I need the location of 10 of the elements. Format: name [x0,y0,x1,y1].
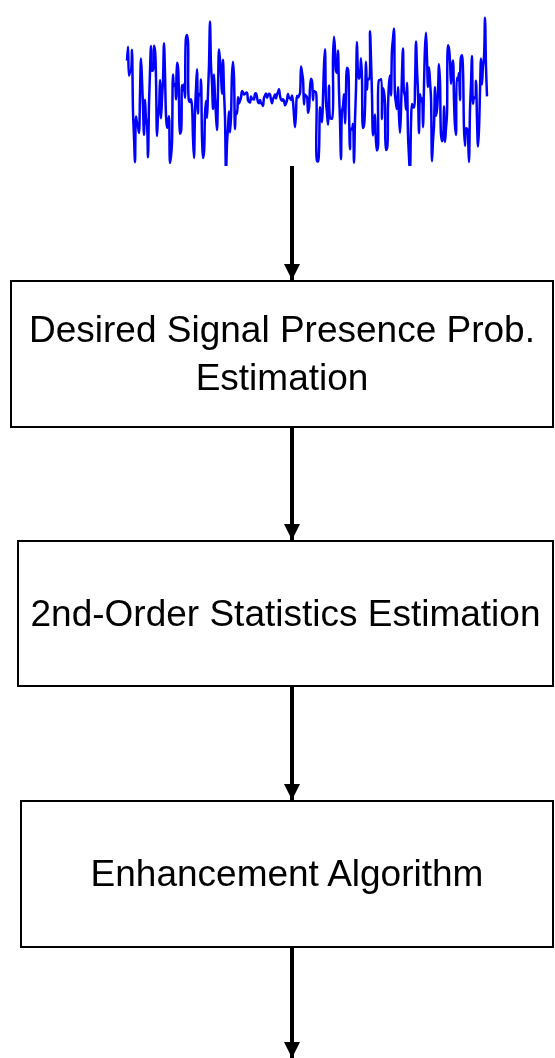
arrow [284,687,300,800]
box-label: Enhancement Algorithm [90,852,484,896]
process-box [20,800,554,948]
arrow [284,948,300,1058]
box-label: Desired Signal Presence Prob. Estimation [28,308,536,400]
arrow [284,428,300,540]
process-box [17,540,554,687]
box-label: 2nd-Order Statistics Estimation [30,591,541,636]
arrow [284,166,300,280]
process-box [10,280,554,428]
